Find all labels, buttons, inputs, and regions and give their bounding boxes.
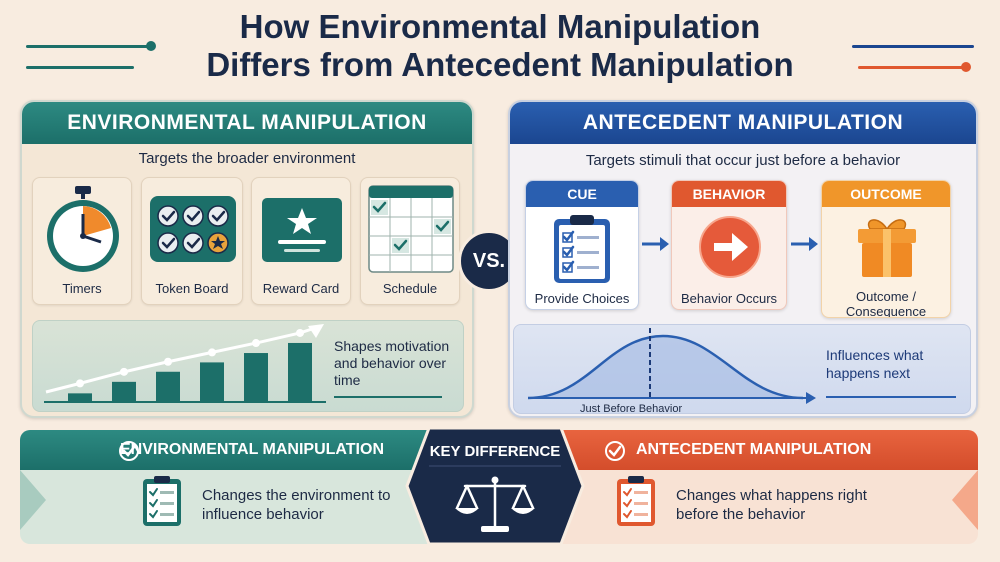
step-behavior: BEHAVIOR Behavior Occurs — [671, 180, 787, 310]
bottom-environmental-box: ENVIRONMENTAL MANIPULATION — [20, 430, 460, 544]
curve-caption-underline — [826, 396, 956, 398]
environmental-header: ENVIRONMENTAL MANIPULATION — [22, 102, 472, 144]
card-token-board: Token Board — [141, 177, 243, 305]
environmental-subtitle: Targets the broader environment — [138, 150, 356, 167]
card-reward-card: Reward Card — [251, 177, 351, 305]
clipboard-checklist-icon — [617, 476, 655, 526]
behavior-arrow-circle-icon — [699, 216, 761, 278]
trend-point — [164, 357, 172, 366]
trend-point — [76, 379, 84, 388]
card-timers: Timers — [32, 177, 132, 305]
left-chevron-decoration — [20, 470, 46, 530]
clipboard-checklist-icon — [554, 215, 610, 283]
right-chevron-decoration — [952, 470, 978, 530]
step-outcome-label: Outcome / Consequence — [845, 289, 927, 318]
step-outcome: OUTCOME Outcome / Consequence — [821, 180, 951, 318]
growth-bar — [156, 371, 180, 402]
bottom-environmental-header: ENVIRONMENTAL MANIPULATION — [20, 430, 460, 470]
antecedent-subtitle: Targets stimuli that occur just before a… — [585, 152, 901, 169]
caption-underline — [334, 396, 442, 398]
title-line-2: Differs from Antecedent Manipulation — [206, 46, 794, 83]
trend-point — [296, 328, 304, 337]
scale-icon — [455, 476, 535, 532]
motivation-growth-chart — [44, 324, 326, 403]
step-cue-title: CUE — [526, 181, 638, 207]
growth-bar — [200, 362, 224, 402]
bottom-antecedent-box: ANTECEDENT MANIPULATION — [540, 430, 978, 544]
bottom-antecedent-header: ANTECEDENT MANIPULATION — [540, 430, 978, 470]
check-circle-icon — [119, 441, 139, 461]
curve-marker-label: Just Before Behavior — [580, 403, 683, 415]
growth-bar — [288, 342, 312, 402]
antecedent-header: ANTECEDENT MANIPULATION — [510, 102, 976, 144]
title-line-1: How Environmental Manipulation — [239, 8, 761, 45]
token-board-icon — [150, 196, 236, 262]
card-label-timers: Timers — [62, 281, 102, 296]
card-label-token-board: Token Board — [155, 281, 229, 296]
step-cue: CUE Provide Choices — [525, 180, 639, 310]
bottom-environmental-text: Changes the environment to influence beh… — [202, 487, 391, 523]
step-behavior-title: BEHAVIOR — [672, 181, 786, 207]
growth-bar — [112, 381, 136, 402]
schedule-icon — [368, 185, 454, 273]
decorative-dot-right — [961, 62, 971, 72]
key-difference-label: KEY DIFFERENCE — [429, 443, 561, 460]
trend-arrowhead — [308, 324, 324, 338]
decorative-line-left-bottom — [26, 66, 134, 69]
bottom-antecedent-text: Changes what happens right before the be… — [676, 487, 867, 523]
decorative-line-left-top — [26, 45, 148, 48]
decorative-line-right-top — [852, 45, 974, 48]
decorative-line-right-bottom — [858, 66, 964, 69]
decorative-dot-left — [146, 41, 156, 51]
growth-bar — [68, 393, 92, 402]
step-cue-label: Provide Choices — [534, 291, 630, 306]
card-label-schedule: Schedule — [382, 281, 438, 296]
step-outcome-title: OUTCOME — [822, 181, 950, 207]
trend-line — [45, 326, 316, 394]
arrow-right-icon — [791, 237, 818, 251]
page-title: How Environmental Manipulation Differs f… — [150, 8, 850, 84]
card-label-reward-card: Reward Card — [262, 281, 340, 296]
arrow-right-icon — [642, 237, 669, 251]
gift-icon — [858, 219, 916, 277]
step-behavior-label: Behavior Occurs — [680, 291, 778, 306]
reward-card-icon — [262, 198, 342, 262]
timer-icon — [47, 186, 119, 272]
bell-curve-graph — [527, 328, 816, 404]
motivation-chart-caption: Shapes motivation and behavior over time — [334, 338, 450, 388]
card-schedule: Schedule — [360, 177, 460, 305]
growth-bar — [244, 353, 268, 402]
check-circle-icon — [605, 441, 625, 461]
trend-point — [120, 367, 128, 376]
curve-caption: Influences what happens next — [826, 347, 924, 381]
trend-point — [252, 339, 260, 348]
trend-point — [208, 348, 216, 357]
clipboard-checklist-icon — [143, 476, 181, 526]
